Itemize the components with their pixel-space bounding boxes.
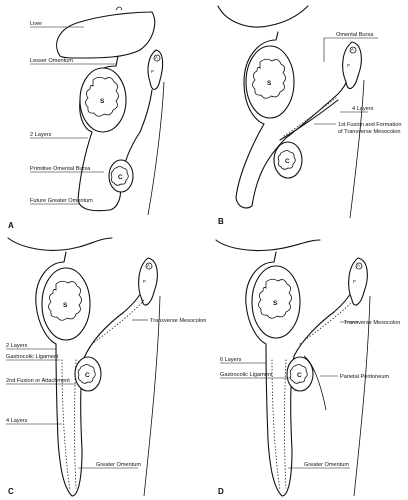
liver-outline-b [217, 5, 309, 28]
pancreas-label-c: P [143, 279, 146, 284]
peritoneal-outline-c [35, 251, 153, 497]
label-gastrocolic-ligament-d: Gastrocolic Ligament [220, 372, 273, 378]
posterior-wall-b [349, 79, 365, 219]
label-gastrocolic-ligament-c: Gastrocolic Ligament [6, 354, 59, 360]
peritoneal-outline-b [235, 31, 353, 209]
label-two-layers-c: 2 Layers [6, 343, 28, 349]
aorta-label-b: A [351, 47, 354, 52]
falciform-tip [115, 6, 123, 11]
aorta-label-a: A [155, 55, 158, 60]
aorta-label-c: A [147, 263, 150, 268]
posterior-wall-a [147, 81, 165, 216]
label-greater-omentum-d: Greater Omentum [304, 462, 349, 468]
panel-letter-b: B [218, 217, 224, 226]
stomach-c [41, 267, 91, 341]
panel-d: S A P C 6 Layers Gastrocolic Ligament Gr… [215, 239, 400, 497]
pancreas-d [348, 257, 368, 306]
aorta-label-d: A [357, 263, 360, 268]
panel-a: S A P C Liver Lesser Omentum 2 Layers Pr… [8, 6, 165, 230]
colon-label-b: C [285, 158, 290, 165]
panel-letter-c: C [8, 487, 14, 496]
stomach-label-b: S [267, 80, 272, 87]
colon-b [273, 141, 303, 179]
liver-outline-c [7, 237, 113, 251]
liver-shape [56, 11, 156, 59]
stomach-label-c: S [63, 302, 68, 309]
label-future-greater-omentum: Future Greater Omentum [30, 198, 93, 204]
label-four-layers-b: 4 Layers [352, 106, 374, 112]
parietal-peritoneum-d [303, 355, 327, 411]
colon-label-d: C [297, 372, 302, 379]
aorta-d [355, 262, 363, 270]
stomach-label-d: S [273, 300, 278, 307]
pancreas-label-d: P [353, 279, 356, 284]
colon-c [74, 356, 102, 392]
pancreas-label-a: P [151, 69, 154, 74]
label-liver: Liver [30, 21, 42, 27]
colon-d [286, 356, 314, 392]
label-second-fusion: 2nd Fusion or Attachment [6, 378, 70, 384]
label-transverse-mesocolon-c: Transverse Mesocolon [150, 318, 206, 324]
colon-label-a: C [118, 174, 123, 181]
stomach-b [245, 45, 295, 119]
label-lesser-omentum: Lesser Omentum [30, 58, 73, 64]
aorta-c [145, 262, 153, 270]
label-transverse-mesocolon-d: Transverse Mesocolon [344, 320, 400, 326]
aorta-b [349, 46, 357, 54]
panel-letter-a: A [8, 221, 14, 230]
pancreas-c [138, 257, 158, 306]
label-primitive-omental-bursa: Primitive Omental Bursa [30, 166, 91, 172]
label-six-layers: 6 Layers [220, 357, 242, 363]
label-first-fusion-1: 1st Fusion and Formation [338, 122, 401, 128]
label-first-fusion-2: of Transverse Mesocolon [338, 129, 401, 135]
pancreas-label-b: P [347, 63, 350, 68]
panel-c: S A P C 2 Layers Gastrocolic Ligament 2n… [6, 237, 206, 497]
stomach-label-a: S [100, 98, 105, 105]
panel-b: S A P C Omental Bursa 4 Layers 1st Fusio… [217, 5, 401, 226]
label-omental-bursa: Omental Bursa [336, 32, 374, 38]
pancreas-a [147, 49, 164, 90]
panel-letter-d: D [218, 487, 224, 496]
mesocolon-band-b [279, 99, 339, 141]
posterior-wall-d [353, 295, 371, 497]
label-greater-omentum-c: Greater Omentum [96, 462, 141, 468]
aorta-a [153, 54, 161, 62]
colon-label-c: C [85, 372, 90, 379]
label-parietal-peritoneum: Parietal Peritoneum [340, 374, 389, 380]
label-four-layers-c: 4 Layers [6, 418, 28, 424]
stomach-a [79, 67, 127, 133]
stomach-d [251, 265, 301, 339]
peritoneal-outline-d [245, 251, 363, 497]
liver-outline-d [215, 239, 321, 252]
pancreas-b [342, 41, 362, 90]
posterior-wall-c [143, 295, 161, 497]
label-two-layers-a: 2 Layers [30, 132, 52, 138]
